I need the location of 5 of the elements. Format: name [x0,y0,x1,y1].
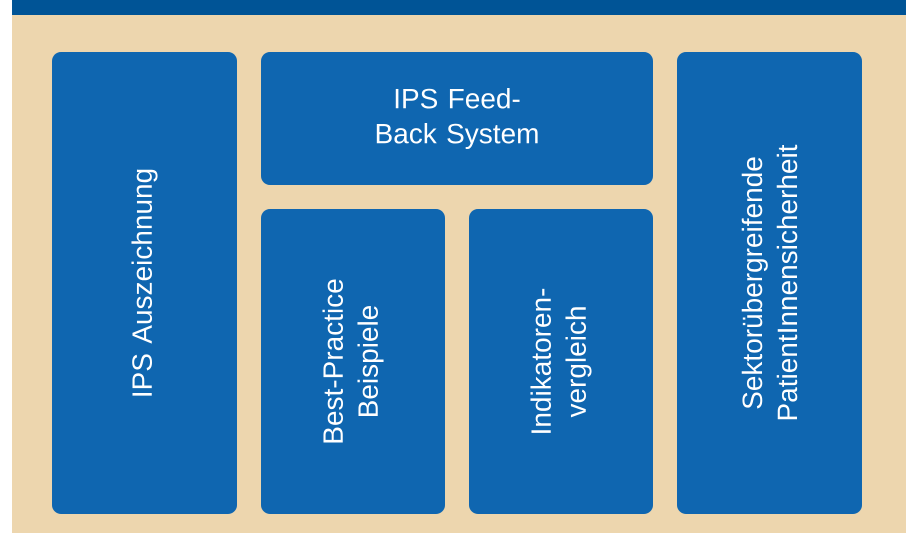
vertical-box: IPS Auszeichnung [52,52,237,514]
vertical-box: Best-Practice Beispiele [261,209,445,514]
title-box: IPS Feed-Back System [261,52,653,185]
vertical-box: Sektorübergreifende PatientInnensicherheit [677,52,862,514]
vertical-box: Indikatoren- vergleich [469,209,653,514]
